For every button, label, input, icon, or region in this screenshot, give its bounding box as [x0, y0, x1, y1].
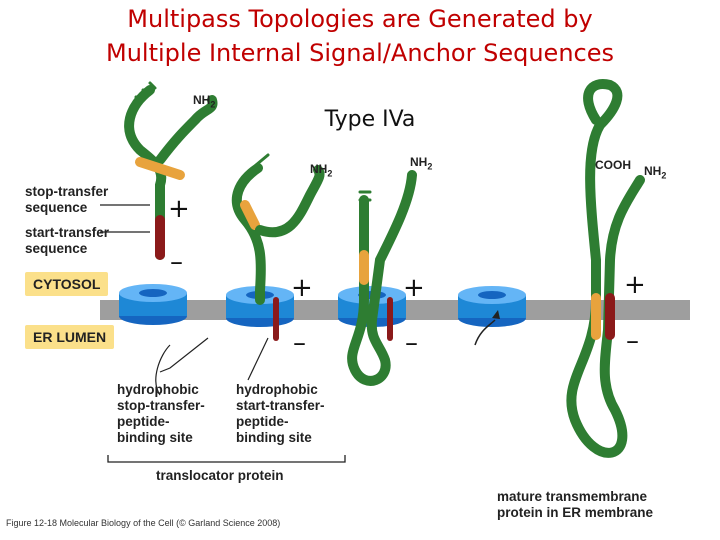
- minus-sign-2: –: [293, 328, 306, 358]
- protein-chain-4: [566, 79, 645, 458]
- minus-sign-3: –: [405, 328, 418, 358]
- protein-chain-3: [347, 170, 417, 386]
- translocator-bracket: [107, 455, 346, 463]
- nh2-label-2: NH2: [310, 162, 333, 179]
- arrow-head: [492, 310, 500, 319]
- type-label: Type IVa: [324, 107, 416, 132]
- page-title-line-2: Multiple Internal Signal/Anchor Sequence…: [106, 39, 614, 67]
- translocator-label: translocator protein: [156, 468, 284, 483]
- plus-sign-4: +: [624, 270, 646, 300]
- cooh-label: COOH: [595, 158, 631, 172]
- cytosol-label: CYTOSOL: [25, 272, 109, 296]
- pointer-lines: [100, 204, 496, 396]
- minus-sign-1: –: [170, 247, 183, 277]
- plus-sign-1: +: [168, 194, 190, 224]
- protein-chain-1: [124, 81, 218, 260]
- translocator-1: [119, 284, 187, 325]
- protein-chain-2: [231, 153, 325, 341]
- figure-caption: Figure 12-18 Molecular Biology of the Ce…: [6, 518, 281, 528]
- minus-sign-4: –: [626, 326, 639, 356]
- plus-sign-2: +: [291, 273, 313, 303]
- er-lumen-label: ER LUMEN: [25, 325, 115, 349]
- translocator-4: [458, 286, 526, 327]
- nh2-label-3: NH2: [410, 155, 433, 172]
- nh2-label-1: NH2: [193, 93, 216, 110]
- plus-sign-3: +: [403, 273, 425, 303]
- page-title-line-1: Multipass Topologies are Generated by: [127, 5, 593, 33]
- nh2-label-4: NH2: [644, 164, 667, 181]
